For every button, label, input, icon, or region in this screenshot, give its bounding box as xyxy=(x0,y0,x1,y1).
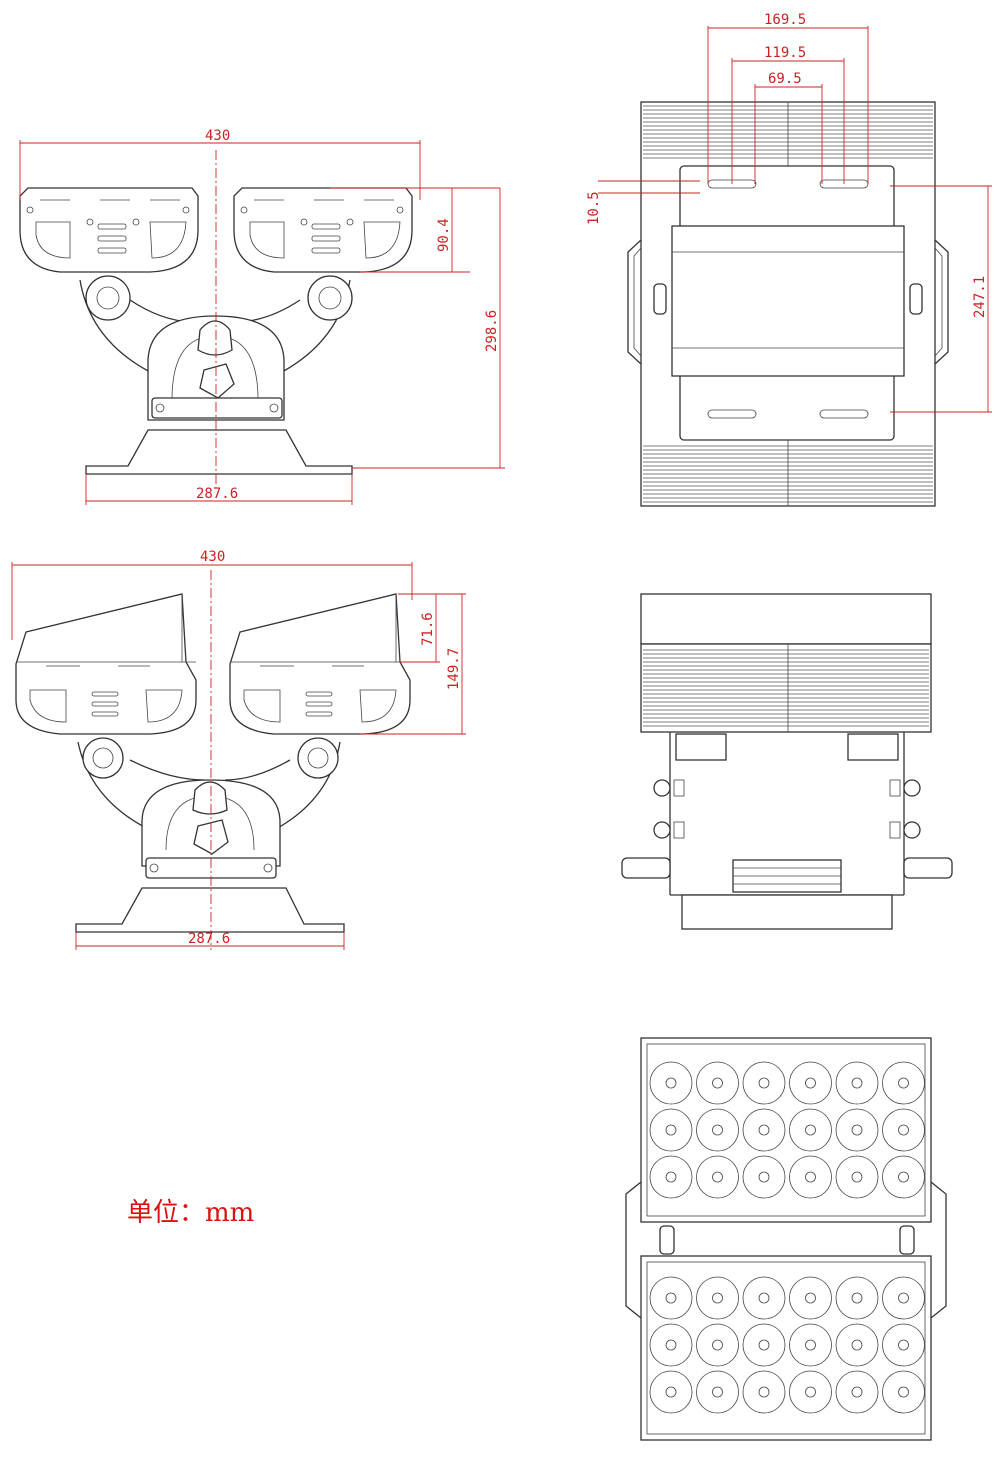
rear-view: 169.5 119.5 69.5 10.5 247.1 xyxy=(586,12,992,507)
dim-width-tilted: 430 xyxy=(200,549,225,565)
dim-slot-mid: 119.5 xyxy=(764,45,806,61)
led-face-view xyxy=(625,1037,947,1441)
front-view-upper: 430 90.4 298.6 287.6 xyxy=(19,128,505,505)
dim-total-height-tilted: 149.7 xyxy=(446,648,462,690)
dim-base-width-upper: 287.6 xyxy=(196,486,238,502)
dim-base-width-tilted: 287.6 xyxy=(188,931,230,947)
dim-slot-inner: 69.5 xyxy=(768,71,802,87)
dim-visor-height: 71.6 xyxy=(420,612,436,646)
dim-slot-outer: 169.5 xyxy=(764,12,806,28)
dim-offset: 10.5 xyxy=(586,191,602,225)
dim-head-height-upper: 90.4 xyxy=(436,218,452,252)
unit-label: 单位：mm xyxy=(127,1198,255,1228)
side-view xyxy=(621,593,953,930)
front-view-tilted: 430 71.6 149.7 287.6 xyxy=(11,549,466,950)
dim-plate-height: 247.1 xyxy=(972,276,988,318)
dim-width-upper: 430 xyxy=(205,128,230,144)
dim-total-height-upper: 298.6 xyxy=(484,310,500,352)
